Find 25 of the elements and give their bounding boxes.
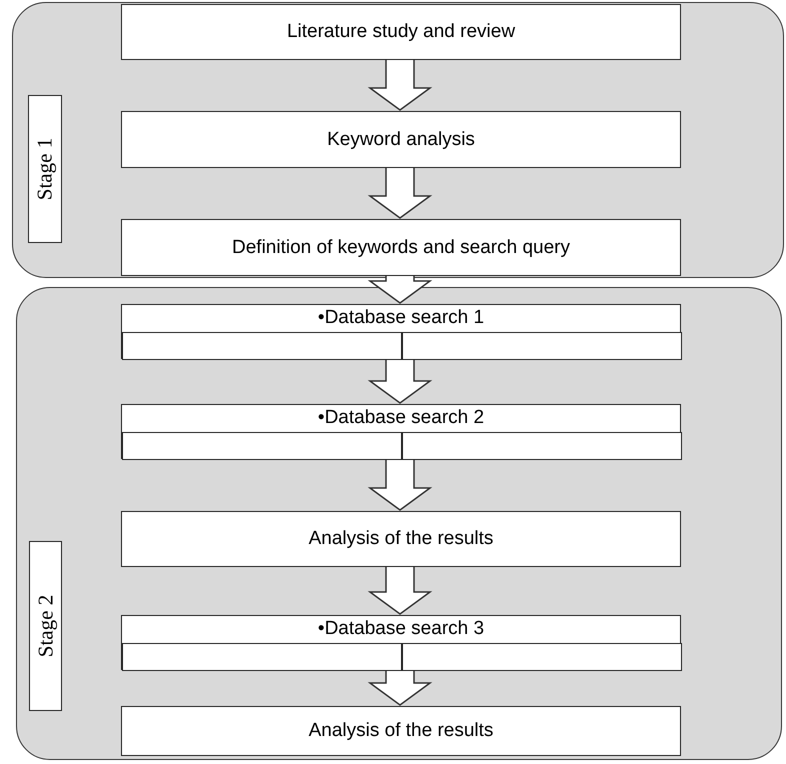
table-cell <box>122 332 402 360</box>
table-cell <box>402 432 682 460</box>
process-box: Literature study and review <box>121 4 681 60</box>
table-cell <box>122 432 402 460</box>
process-box: Analysis of the results <box>121 706 681 756</box>
block-arrow <box>368 457 432 511</box>
process-box: Analysis of the results <box>121 511 681 567</box>
block-arrow <box>368 668 432 706</box>
stage-label-box: Stage 2 <box>29 541 62 711</box>
block-arrow <box>368 274 432 304</box>
table-cell <box>402 332 682 360</box>
table-cell <box>122 643 402 671</box>
block-arrow <box>368 565 432 615</box>
table-cell <box>402 643 682 671</box>
database-search-box: •Database search 2 <box>121 404 681 459</box>
block-arrow <box>368 357 432 404</box>
block-arrow <box>368 58 432 111</box>
database-search-box: •Database search 1 <box>121 304 681 359</box>
process-box: Definition of keywords and search query <box>121 219 681 276</box>
database-search-box: •Database search 3 <box>121 615 681 670</box>
process-box: Keyword analysis <box>121 111 681 168</box>
block-arrow <box>368 166 432 219</box>
stage-label-box: Stage 1 <box>28 95 62 243</box>
stage-panel <box>16 287 782 760</box>
stage-panel <box>12 2 784 278</box>
